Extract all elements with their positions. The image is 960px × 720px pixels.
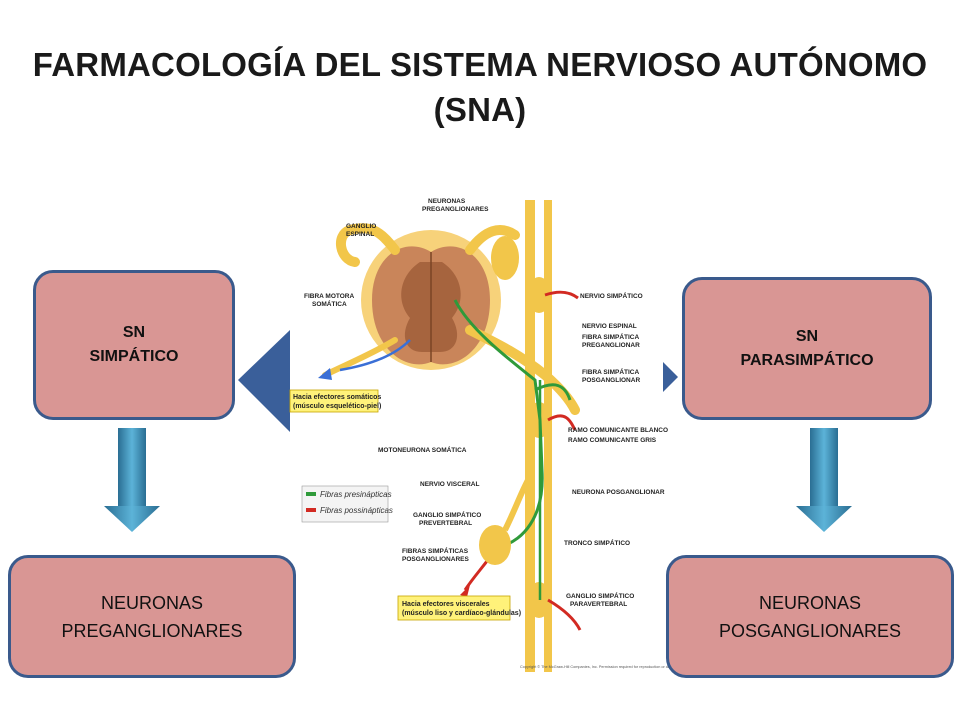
label-fibra-pos-2: POSGANGLIONAR (582, 377, 640, 384)
label-ganglio-espinal-1: GANGLIO (346, 223, 376, 230)
note-somaticos-2: (músculo esquelético-piel) (293, 403, 381, 410)
fiber-legend: Fibras presinápticas Fibras possináptica… (301, 485, 393, 523)
label-fibra-motora-2: SOMÁTICA (312, 299, 347, 308)
somatic-motor-fiber (339, 339, 411, 372)
label-neurona-posganglionar: NEURONA POSGANGLIONAR (572, 489, 665, 496)
sn-parasimpatico-line2: PARASIMPÁTICO (740, 351, 874, 369)
note-efectores-viscerales: Hacia efectores viscerales (músculo liso… (397, 595, 521, 621)
label-nervio-espinal: NERVIO ESPINAL (582, 323, 637, 330)
preganglionares-line2: PREGANGLIONARES (61, 620, 243, 641)
label-motoneurona: MOTONEURONA SOMÁTICA (378, 445, 467, 454)
label-ganglio-para-2: PARAVERTEBRAL (570, 601, 627, 608)
prevertebral-ganglion (479, 525, 511, 565)
posganglionares-line2: POSGANGLIONARES (718, 620, 902, 641)
title-line-1: FARMACOLOGÍA DEL SISTEMA NERVIOSO AUTÓNO… (32, 46, 928, 83)
label-neuronas-pre-2: PREGANGLIONARES (422, 206, 489, 213)
page-title: FARMACOLOGÍA DEL SISTEMA NERVIOSO AUTÓNO… (0, 42, 960, 132)
label-ramo-gris: RAMO COMUNICANTE GRIS (568, 437, 657, 444)
spinal-ganglion (491, 236, 519, 280)
note-somaticos-1: Hacia efectores somáticos (293, 394, 381, 401)
neuronas-preganglionares-box: NEURONAS PREGANGLIONARES (8, 555, 296, 678)
label-fibra-pre-1: FIBRA SIMPÁTICA (582, 332, 639, 341)
label-fibra-pos-1: FIBRA SIMPÁTICA (582, 367, 639, 376)
note-viscerales-2: (músculo liso y cardíaco-glándulas) (402, 610, 521, 617)
posganglionares-line1: NEURONAS (758, 592, 861, 613)
label-fibra-motora-1: FIBRA MOTORA (304, 293, 354, 300)
note-efectores-somaticos: Hacia efectores somáticos (músculo esque… (289, 389, 381, 413)
label-nervio-visceral: NERVIO VISCERAL (420, 481, 480, 488)
right-pointer-triangle (663, 362, 678, 392)
presynaptic-fiber (453, 299, 544, 547)
label-tronco-simpatico: TRONCO SIMPÁTICO (564, 538, 630, 547)
copyright-text: Copyright © The McGraw-Hill Companies, I… (520, 665, 678, 669)
sn-simpatico-line2: SIMPÁTICO (89, 348, 179, 365)
sn-simpatico-line1: SN (122, 324, 146, 341)
label-fibra-pre-2: PREGANGLIONAR (582, 342, 640, 349)
down-arrow-right (796, 428, 852, 532)
neuronas-posganglionares-box: NEURONAS POSGANGLIONARES (666, 555, 954, 678)
label-nervio-simpatico: NERVIO SIMPÁTICO (580, 291, 643, 300)
sn-simpatico-box: SN SIMPÁTICO (33, 270, 235, 420)
note-viscerales-1: Hacia efectores viscerales (402, 601, 490, 608)
postsynaptic-fiber (544, 290, 579, 300)
label-neuronas-pre-1: NEURONAS (428, 198, 466, 205)
title-line-2: (SNA) (433, 91, 527, 128)
label-ramo-blanco: RAMO COMUNICANTE BLANCO (568, 427, 668, 434)
label-fibras-pos-2: POSGANGLIONARES (402, 556, 469, 563)
down-arrow-left (104, 428, 160, 532)
legend-presinapticas: Fibras presinápticas (320, 490, 392, 499)
sn-parasimpatico-line1: SN (795, 327, 819, 345)
preganglionares-line1: NEURONAS (100, 592, 203, 613)
label-ganglio-prev-2: PREVERTEBRAL (419, 520, 472, 527)
left-pointer-triangle (238, 330, 290, 432)
label-ganglio-espinal-2: ESPINAL (346, 231, 374, 238)
label-ganglio-para-1: GANGLIO SIMPÁTICO (566, 591, 634, 600)
sn-parasimpatico-box: SN PARASIMPÁTICO (682, 277, 932, 420)
diagram-labels: NEURONAS PREGANGLIONARES GANGLIO ESPINAL… (304, 198, 668, 608)
legend-possinapticas: Fibras possinápticas (320, 506, 393, 515)
label-fibras-pos-1: FIBRAS SIMPÁTICAS (402, 546, 469, 555)
spinal-cord (361, 230, 501, 370)
label-ganglio-prev-1: GANGLIO SIMPÁTICO (413, 510, 481, 519)
